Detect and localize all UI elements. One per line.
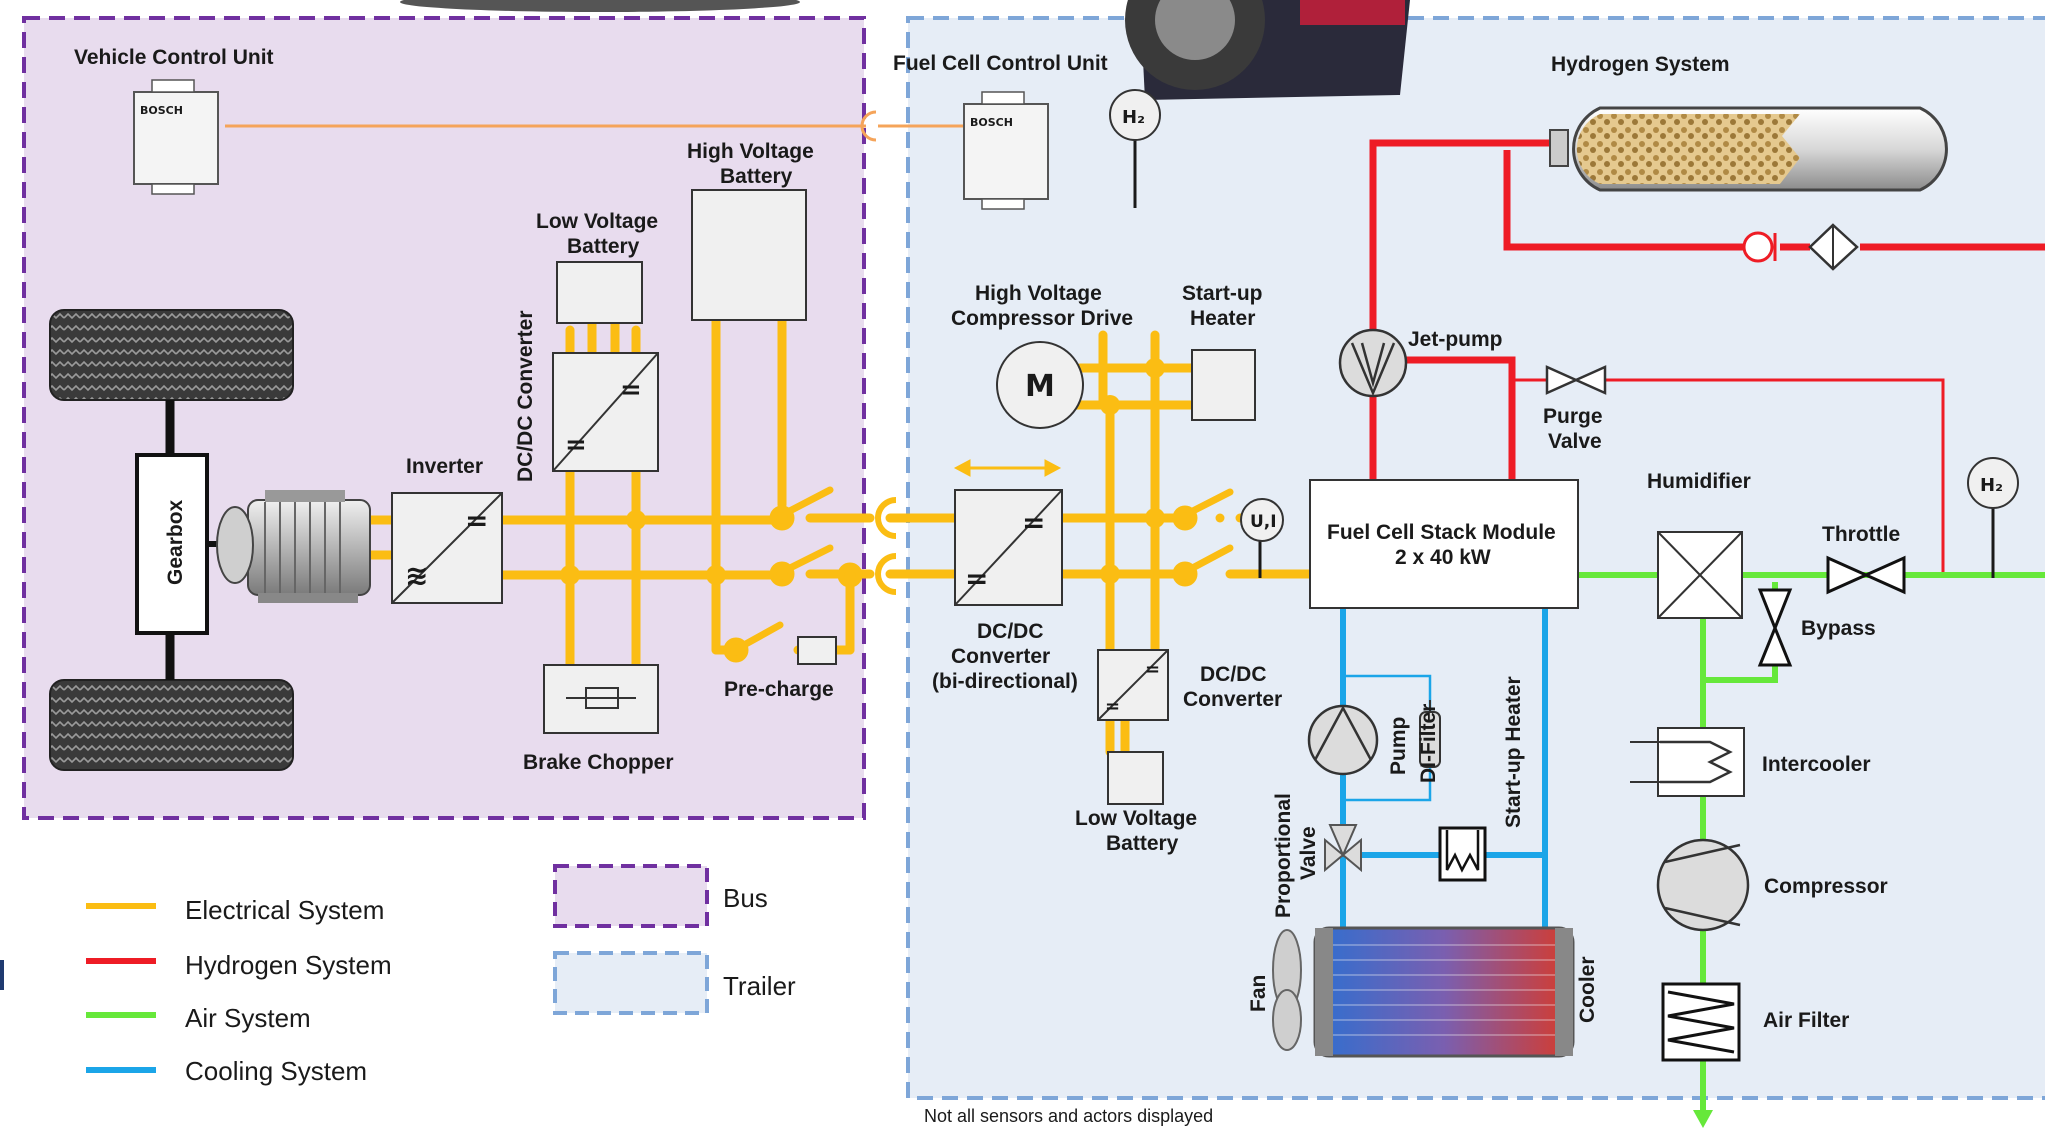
jet-pump [1340,330,1406,396]
fuel-cell-stack-module-box [1310,480,1578,608]
dcdc-bidirectional-box: = = [955,490,1062,605]
low-voltage-battery-trailer-box [1108,752,1163,804]
gearbox-label: Gearbox [164,499,187,585]
startup-heater-vertical-label: Start-up Heater [1502,676,1525,828]
dcdc-converter-label-2: Converter [1183,688,1282,711]
high-voltage-battery-label-2: Battery [720,165,793,188]
dcdc-bus-sign-2: = [565,430,587,460]
legend-trailer-swatch [555,953,707,1013]
low-voltage-battery-box [557,262,642,323]
throttle-label: Throttle [1822,523,1900,546]
footnote: Not all sensors and actors displayed [924,1106,1213,1126]
dcdc-bidir-label-3: (bi-directional) [932,670,1078,693]
low-voltage-battery-label-2: Battery [567,235,640,258]
edge-mark [0,960,4,990]
h2-sensor-2-label: H₂ [1980,475,2003,496]
dcdc-bus-sign-1: = [620,375,642,405]
hydrogen-tank [1550,108,1946,190]
humidifier-label: Humidifier [1647,470,1751,493]
hv-compressor-drive-label-1: High Voltage [975,282,1102,305]
legend-trailer: Trailer [723,971,796,1001]
cooler-radiator [1315,928,1573,1056]
fan-label: Fan [1247,975,1270,1012]
vehicle-control-unit-device: BOSCH [134,80,218,194]
pre-charge-resistor [798,637,836,664]
di-filter-label: DI-Filter [1417,704,1440,783]
high-voltage-battery-label-1: High Voltage [687,140,814,163]
dcdc-trailer-sign-2: = [1105,696,1120,717]
dcdc-converter-bus-box: = = [553,353,658,471]
cooling-startup-heater [1440,828,1485,880]
inverter-box: = ≋ [392,493,502,603]
dcdc-converter-vertical-label: DC/DC Converter [514,310,537,482]
air-inlet-arrow [1693,1110,1713,1128]
dcdc-trailer-sign-1: = [1145,659,1160,680]
legend-air: Air System [185,1003,311,1033]
dcdc-bidir-label-1: DC/DC [977,620,1044,643]
low-voltage-battery-label-1: Low Voltage [536,210,658,233]
dcdc-bidir-label-2: Converter [951,645,1050,668]
low-voltage-battery-2-label-2: Battery [1106,832,1179,855]
high-voltage-battery-box [692,190,806,320]
wheel-top [50,310,293,400]
fuel-cell-control-unit-device: BOSCH [964,92,1048,209]
purge-valve-label-1: Purge [1543,405,1603,428]
pump-label: Pump [1387,717,1410,775]
fuel-cell-stack-label-2: 2 x 40 kW [1395,546,1491,569]
compressor-symbol [1658,840,1748,930]
proportional-valve-label-2: Valve [1297,826,1320,880]
dcdc-bidir-sign-1: = [1022,506,1045,539]
coolant-pump [1309,706,1377,774]
fuel-cell-stack-label-1: Fuel Cell Stack Module [1327,521,1556,544]
legend-hydrogen: Hydrogen System [185,950,392,980]
air-filter-box [1663,984,1739,1060]
humidifier-box [1658,532,1742,618]
inverter-dc-sign: = [465,504,488,537]
low-voltage-battery-2-label-1: Low Voltage [1075,807,1197,830]
hv-compressor-drive-label-2: Compressor Drive [951,307,1133,330]
motor-symbol: M [1025,369,1055,404]
pre-charge-label: Pre-charge [724,678,834,701]
inverter-ac-sign: ≋ [405,559,428,592]
wheel-bottom [50,680,293,770]
hydrogen-system-label: Hydrogen System [1551,53,1730,76]
legend-bus: Bus [723,883,768,913]
bypass-label: Bypass [1801,617,1876,640]
air-filter-label: Air Filter [1763,1009,1849,1032]
h2-sensor-1-label: H₂ [1122,107,1145,128]
dcdc-converter-label-1: DC/DC [1200,663,1267,686]
dcdc-bidir-sign-2: = [965,562,988,595]
brake-chopper-label: Brake Chopper [523,751,674,774]
purge-valve-label-2: Valve [1548,430,1602,453]
vehicle-control-unit-label: Vehicle Control Unit [74,46,274,69]
fan-symbol [1273,930,1301,1050]
legend-bus-swatch [555,866,707,926]
ui-sensor-label: U,I [1250,512,1277,532]
legend-electrical: Electrical System [185,895,384,925]
legend: Electrical System Hydrogen System Air Sy… [86,866,796,1086]
jet-pump-label: Jet-pump [1408,328,1503,351]
intercooler-label: Intercooler [1762,753,1871,776]
legend-cooling: Cooling System [185,1056,367,1086]
compressor-label: Compressor [1764,875,1888,898]
bosch-logo-1: BOSCH [140,104,183,117]
inverter-label: Inverter [406,455,483,478]
bosch-logo-2: BOSCH [970,116,1013,129]
dcdc-converter-trailer-box: = = [1098,650,1168,720]
startup-heater-label-1: Start-up [1182,282,1263,305]
startup-heater-label-2: Heater [1190,307,1255,330]
cooler-label: Cooler [1576,956,1599,1023]
startup-heater-box [1192,350,1255,420]
proportional-valve-label-1: Proportional [1272,793,1295,918]
brake-chopper-box [544,665,658,733]
fuel-cell-control-unit-label: Fuel Cell Control Unit [893,52,1108,75]
